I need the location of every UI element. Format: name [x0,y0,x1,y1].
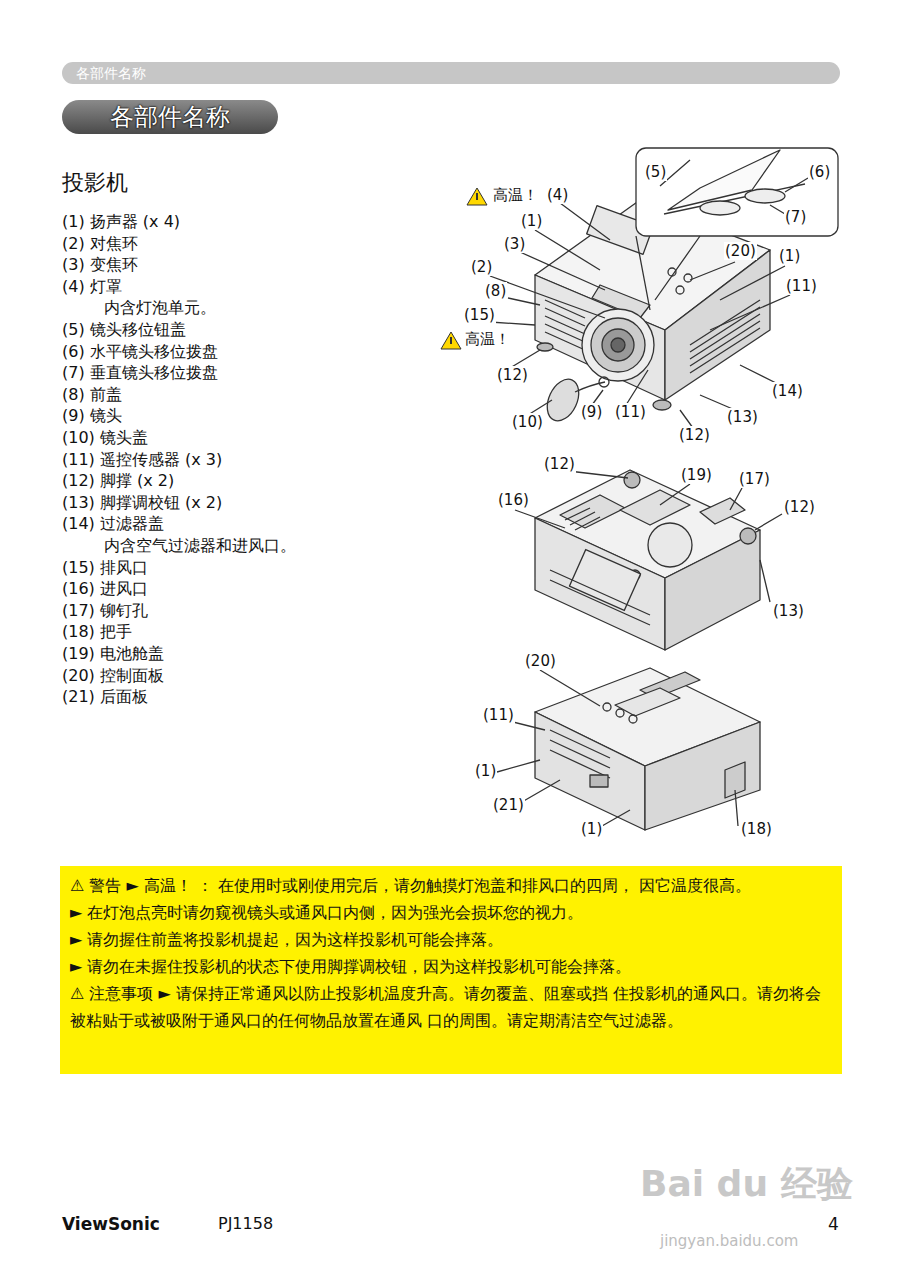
callout-number: (10) [511,413,544,431]
part-list-item: (19) 电池舱盖 [62,644,164,663]
callout-number: (12) [543,455,576,473]
callout-number: (18) [740,820,773,838]
callout-number: (11) [785,277,818,295]
part-list-item: (6) 水平镜头移位拨盘 [62,342,218,361]
part-list-item: (21) 后面板 [62,687,148,706]
callout-number: 高温！ [464,330,511,348]
callout-number: (17) [738,470,771,488]
part-list-item: (14) 过滤器盖 [62,514,164,533]
part-list-item: (15) 排风口 [62,558,148,577]
callout-number: (1) [778,247,801,265]
callout-number: (1) [474,762,497,780]
node-text: ⚠ 注意事项 ► 请保持正常通风以防止投影机温度升高。请勿覆盖、阻塞或挡 住投影… [70,980,832,1034]
callout-number: (3) [503,235,526,253]
part-list-item: (4) 灯罩 [62,277,122,296]
header-band: 各部件名称 [62,62,840,84]
part-list-item: (16) 进风口 [62,579,148,598]
node-text: ► 在灯泡点亮时请勿窥视镜头或通风口内侧，因为强光会损坏您的视力。 [70,899,832,926]
callout-number: (13) [772,602,805,620]
part-list-item: (20) 控制面板 [62,666,164,685]
part-list-item: (7) 垂直镜头移位拨盘 [62,363,218,382]
callout-number: (13) [726,408,759,426]
callout-number: (12) [783,498,816,516]
watermark: jingyan.baidu.com [660,1232,798,1250]
part-list-item: (18) 把手 [62,622,132,641]
callout-number: (11) [482,706,515,724]
brand-name: ViewSonic [62,1214,160,1234]
callout-number: (21) [492,796,525,814]
callout-number: (11) [614,403,647,421]
part-list-item: (10) 镜头盖 [62,428,148,447]
callout-number: (1) [520,212,543,230]
callout-number: (1) [580,820,603,838]
node-text: ► 请勿在未握住投影机的状态下使用脚撑调校钮，因为这样投影机可能会摔落。 [70,953,832,980]
callout-number: (8) [484,282,507,300]
callout-number: (20) [524,652,557,670]
callout-number: (2) [470,258,493,276]
part-list-item: (12) 脚撑 (x 2) [62,471,174,490]
model-number: PJ1158 [218,1214,273,1233]
callout-number: (16) [497,491,530,509]
callout-number: 高温！ [492,186,539,204]
page-number: 4 [828,1214,839,1234]
callout-number: (19) [680,466,713,484]
part-list-item: 内含灯泡单元。 [104,298,216,317]
callout-number: (20) [724,242,757,260]
callout-number: (5) [644,163,667,181]
node-text: ⚠ 警告 ► 高温！ ： 在使用时或刚使用完后，请勿触摸灯泡盖和排风口的四周， … [70,872,832,899]
callout-number: (6) [808,163,831,181]
callout-number: (12) [496,366,529,384]
callout-number: (14) [771,382,804,400]
callout-number: (15) [463,306,496,324]
part-list-item: (2) 对焦环 [62,234,138,253]
callout-number: (4) [546,186,569,204]
warning-box: ⚠ 警告 ► 高温！ ： 在使用时或刚使用完后，请勿触摸灯泡盖和排风口的四周， … [60,866,842,1074]
callout-number: (12) [678,426,711,444]
node-text: ► 请勿握住前盖将投影机提起，因为这样投影机可能会摔落。 [70,926,832,953]
title-pill: 各部件名称 [62,100,278,134]
part-list-item: (5) 镜头移位钮盖 [62,320,186,339]
callout-number: (7) [784,208,807,226]
part-list-item: (11) 遥控传感器 (x 3) [62,450,222,469]
part-list-item: (3) 变焦环 [62,255,138,274]
part-list-item: (9) 镜头 [62,406,122,425]
node-text: 各部件名称 [76,64,826,82]
part-list-item: (13) 脚撑调校钮 (x 2) [62,493,222,512]
callout-number: (9) [580,403,603,421]
part-list-item: 内含空气过滤器和进风口。 [104,536,296,555]
part-list-item: (17) 铆钉孔 [62,601,148,620]
part-list-item: (8) 前盖 [62,385,122,404]
node-text: 各部件名称 [62,100,278,134]
part-list-item: (1) 扬声器 (x 4) [62,212,180,231]
section-title: 投影机 [62,170,128,196]
watermark: Bai du 经验 [640,1162,853,1205]
